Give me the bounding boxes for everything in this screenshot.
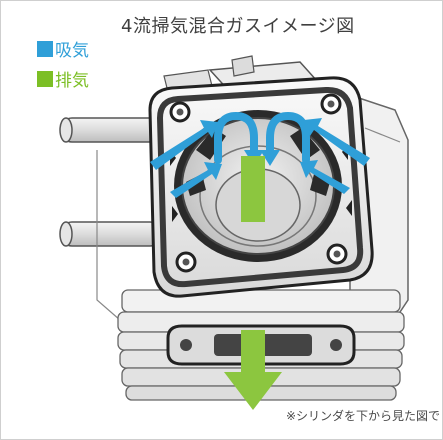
- loop-scavenging-arrows: [214, 111, 310, 164]
- side-pipes: [59, 117, 161, 247]
- intake-flow-arrows: [150, 118, 370, 198]
- legend-intake-label: 吸気: [55, 41, 89, 61]
- exhaust-flow-arrow: [224, 156, 282, 410]
- footnote: ※シリンダを下から見た図で: [285, 409, 440, 423]
- legend-exhaust-label: 排気: [55, 71, 89, 91]
- legend-intake-swatch: [37, 40, 53, 57]
- legend-intake: 吸気: [37, 36, 89, 61]
- legend-exhaust: 排気: [37, 66, 89, 91]
- legend-exhaust-swatch: [37, 70, 53, 87]
- diagram-title: 4流掃気混合ガスイメージ図: [121, 16, 355, 37]
